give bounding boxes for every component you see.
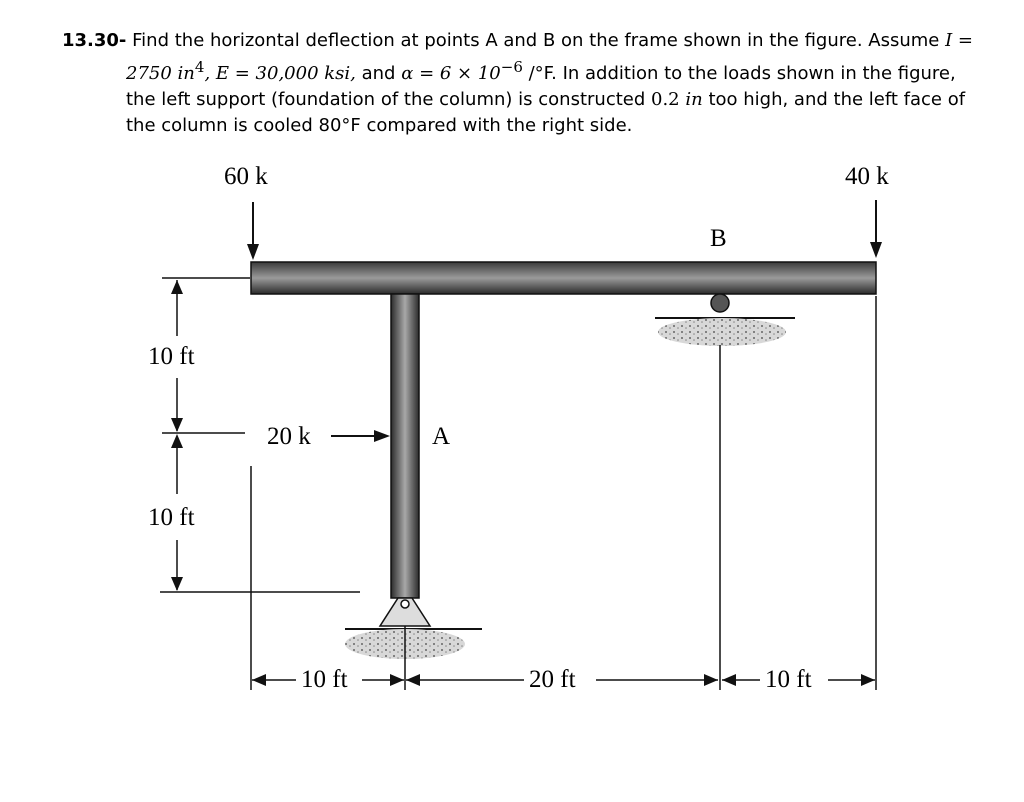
and-word: and <box>355 63 402 84</box>
problem-text-1: Find the horizontal deflection at points… <box>132 30 946 51</box>
dimension-label-span-3: 10 ft <box>763 666 814 693</box>
roller-support-b <box>655 293 795 346</box>
alpha-value: α = 6 × 10 <box>401 63 501 84</box>
column-pin-support <box>345 597 482 659</box>
load-label-60k: 60 k <box>224 163 268 190</box>
alpha-exponent: −6 <box>500 58 523 76</box>
horizontal-dimension-arrowheads <box>252 674 875 686</box>
settlement-value: 0.2 <box>651 89 680 110</box>
problem-line-3: the left support (foundation of the colu… <box>62 87 992 113</box>
point-label-b: B <box>710 225 727 252</box>
load-label-20k: 20 k <box>267 423 311 450</box>
modulus-value: , E = 30,000 ksi, <box>204 63 356 84</box>
load-arrow-40k <box>870 200 882 258</box>
problem-statement: 13.30- Find the horizontal deflection at… <box>62 28 992 139</box>
column <box>390 293 420 599</box>
dimension-label-lower: 10 ft <box>148 504 195 531</box>
load-arrow-20k <box>331 430 390 442</box>
inertia-exponent: 4 <box>194 58 205 76</box>
problem-text-3a: the left support (foundation of the colu… <box>126 89 651 110</box>
problem-text-3b: too high, and the left face of <box>702 89 966 110</box>
load-label-40k: 40 k <box>845 163 889 190</box>
load-arrow-60k <box>247 202 259 260</box>
dimension-label-span-1: 10 ft <box>299 666 350 693</box>
problem-text-4: the column is cooled 80°F compared with … <box>126 115 633 136</box>
inertia-value: 2750 in <box>126 63 195 84</box>
problem-line-4: the column is cooled 80°F compared with … <box>62 113 992 139</box>
vertical-dimension-arrowheads <box>171 280 183 591</box>
beam <box>250 261 877 295</box>
extension-lines <box>250 296 877 690</box>
dimension-label-span-2: 20 ft <box>527 666 578 693</box>
settlement-unit: in <box>679 89 703 110</box>
moment-of-inertia-symbol: I = <box>945 30 973 51</box>
problem-line-2: 2750 in4, E = 30,000 ksi, and α = 6 × 10… <box>62 54 992 87</box>
vertical-dimension <box>160 277 360 593</box>
point-label-a: A <box>432 423 451 450</box>
dimension-label-upper: 10 ft <box>148 343 195 370</box>
problem-number: 13.30- <box>62 30 127 51</box>
problem-text-2: /°F. In addition to the loads shown in t… <box>522 63 956 84</box>
problem-line-1: 13.30- Find the horizontal deflection at… <box>62 28 992 54</box>
